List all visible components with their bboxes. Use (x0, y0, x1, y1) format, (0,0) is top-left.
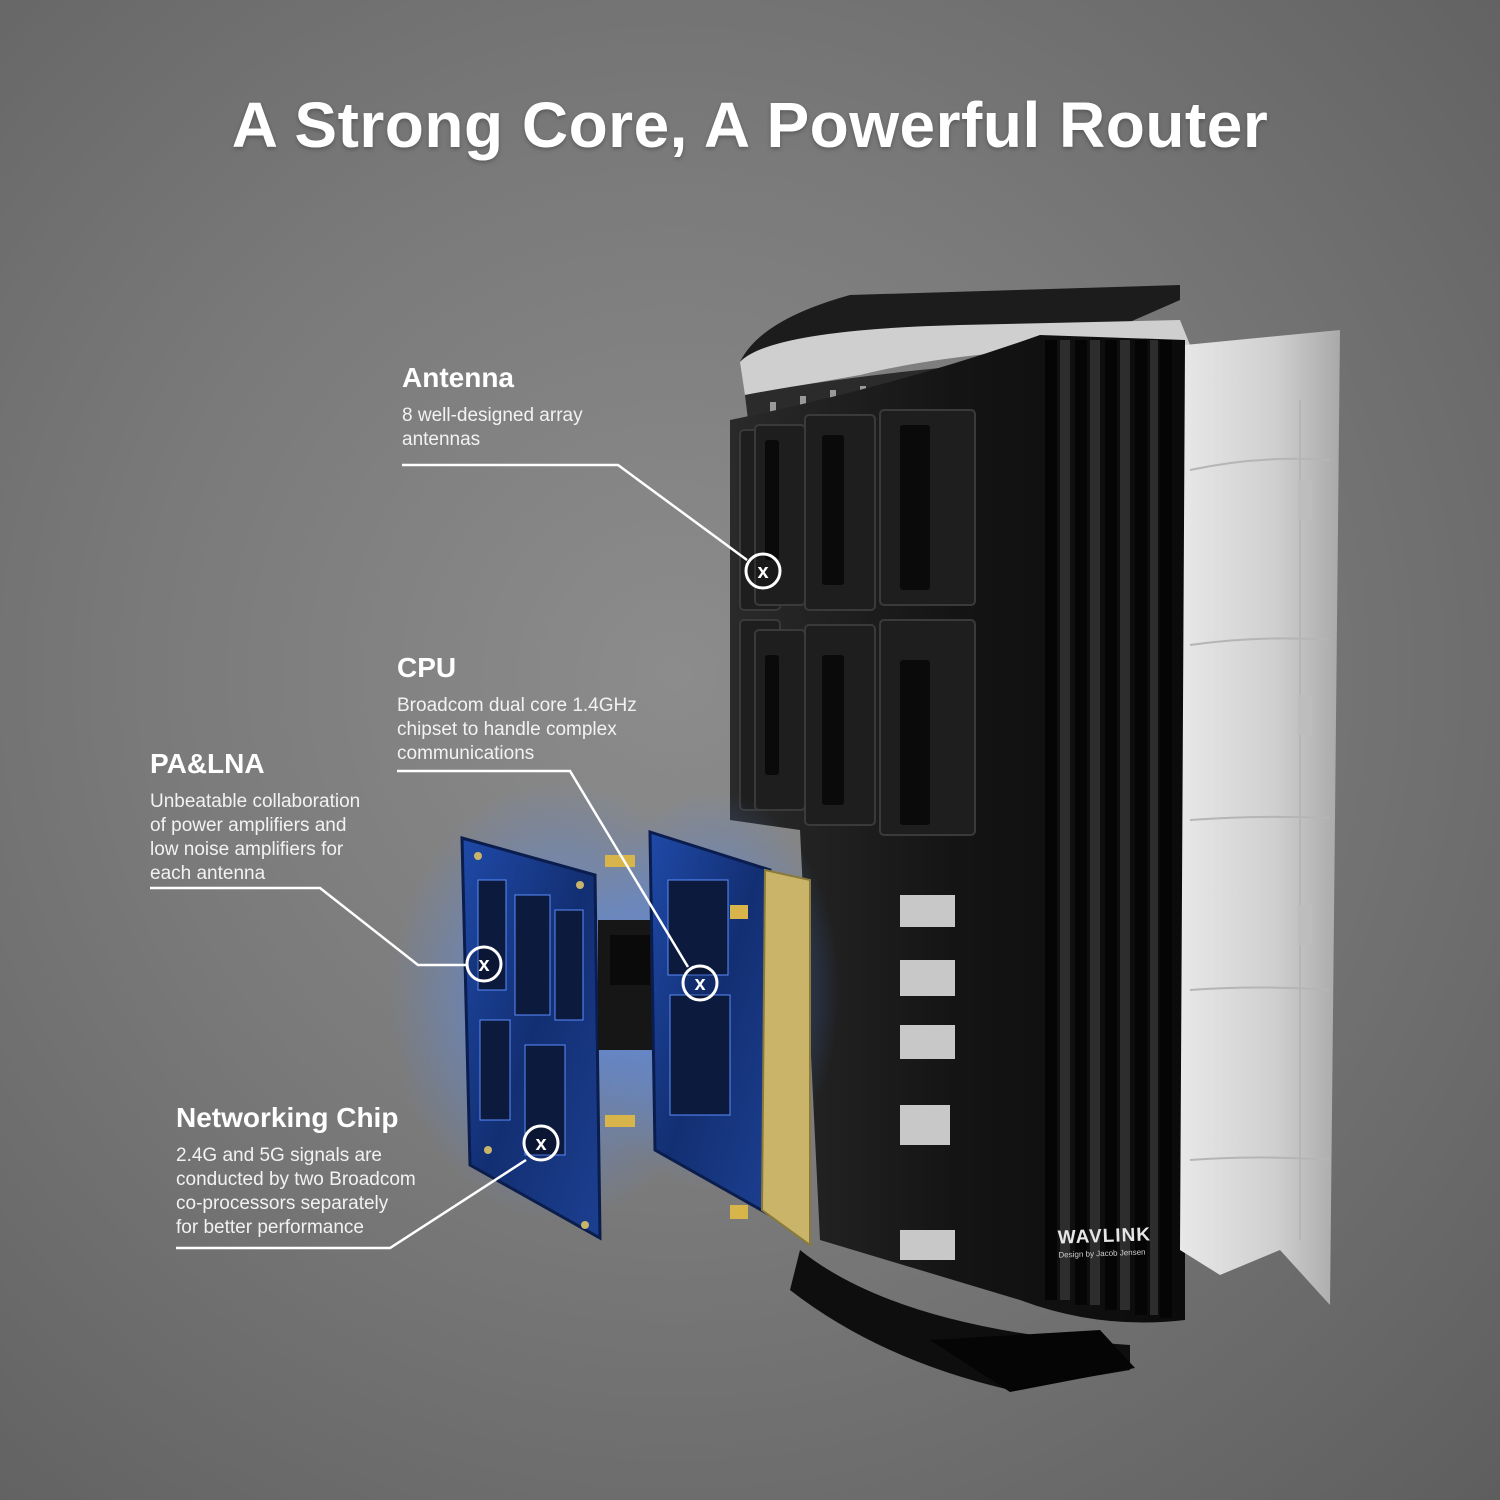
callout-title: Networking Chip (176, 1102, 399, 1133)
headline: A Strong Core, A Powerful Router (231, 89, 1269, 161)
callout-description: Broadcom dual core 1.4GHz chipset to han… (397, 695, 637, 764)
callout-description: 2.4G and 5G signals are conducted by two… (176, 1145, 416, 1238)
callout-description: 8 well-designed array antennas (402, 405, 583, 450)
callout-title: PA&LNA (150, 748, 265, 779)
callout-antenna: Antenna 8 well-designed array antennas (402, 362, 682, 452)
callout-title: Antenna (402, 362, 514, 393)
callout-title: CPU (397, 652, 457, 683)
callout-pa-lna: PA&LNA Unbeatable collaboration of power… (150, 748, 410, 886)
brand-name: WAVLINK (1057, 1224, 1152, 1249)
callout-networking-chip: Networking Chip 2.4G and 5G signals are … (176, 1102, 466, 1240)
brand-logo: WAVLINK Design by Jacob Jensen (1057, 1224, 1151, 1259)
callout-description: Unbeatable collaboration of power amplif… (150, 791, 361, 884)
callout-cpu: CPU Broadcom dual core 1.4GHz chipset to… (397, 652, 687, 766)
